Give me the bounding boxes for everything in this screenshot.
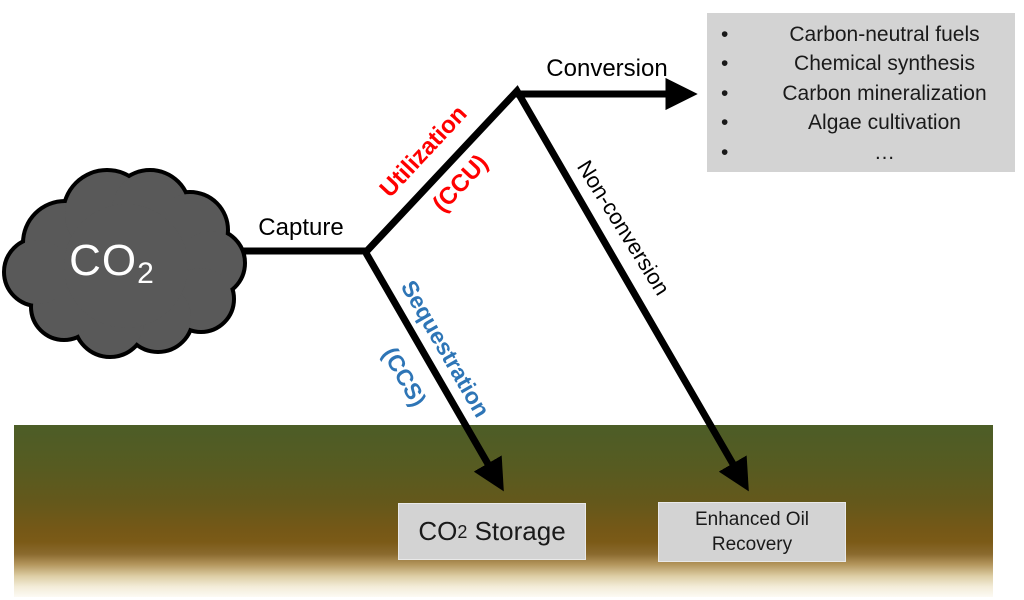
co2-cloud: [2, 168, 247, 359]
list-item: …: [707, 138, 1015, 168]
list-item: Chemical synthesis: [707, 49, 1015, 79]
list-item: Algae cultivation: [707, 108, 1015, 138]
ccu-outcomes-box: Carbon-neutral fuels Chemical synthesis …: [707, 13, 1015, 172]
sequestration-arrow: [362, 251, 504, 492]
cloud-body: [6, 172, 243, 355]
storage-formula: CO: [418, 516, 458, 546]
co2-formula: CO: [69, 236, 138, 285]
ccu-outcomes-list: Carbon-neutral fuels Chemical synthesis …: [707, 20, 1015, 167]
eor-line1: Enhanced Oil: [694, 509, 810, 530]
storage-suffix: Storage: [474, 516, 566, 546]
list-item: Carbon mineralization: [707, 79, 1015, 109]
conversion-label: Conversion: [546, 54, 668, 82]
co2-subscript: 2: [137, 257, 155, 290]
co2-cloud-label: CO2: [69, 236, 155, 289]
capture-label: Capture: [258, 213, 344, 241]
eor-line2: Recovery: [711, 534, 793, 555]
enhanced-oil-recovery-box: Enhanced Oil Recovery: [658, 502, 846, 562]
list-item: Carbon-neutral fuels: [707, 20, 1015, 50]
